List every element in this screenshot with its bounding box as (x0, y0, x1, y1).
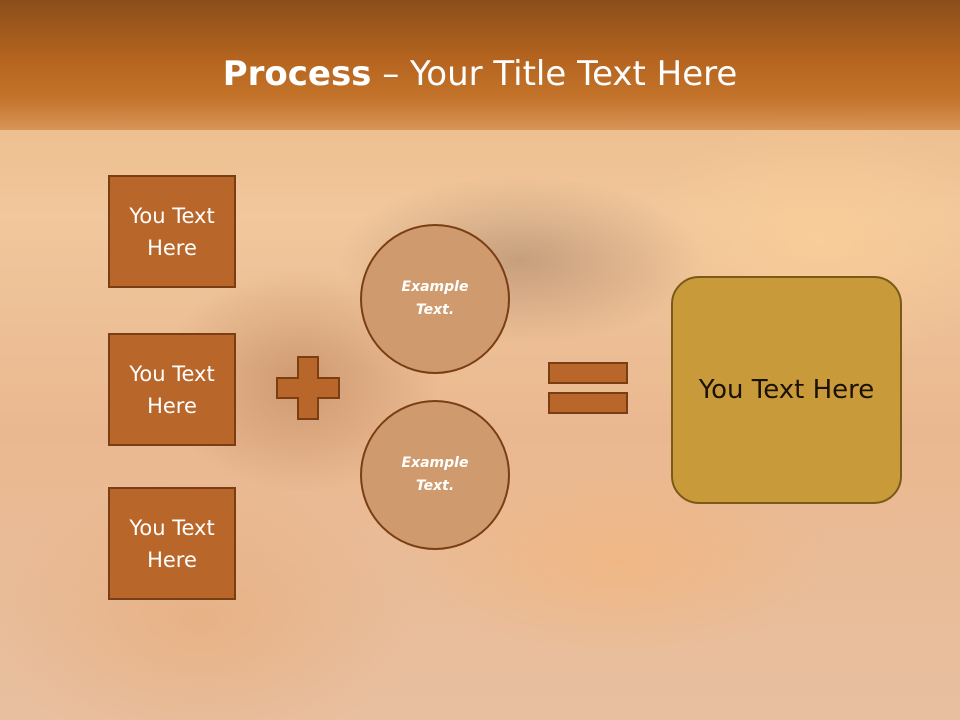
input-box-1-label: You Text Here (129, 203, 215, 260)
input-box-3: You Text Here (108, 487, 236, 600)
example-circle-2-label: Example Text. (401, 455, 469, 494)
example-circle-2: Example Text. (360, 400, 510, 550)
equals-icon (548, 362, 628, 414)
input-box-1: You Text Here (108, 175, 236, 288)
plus-icon (276, 356, 340, 420)
example-circle-1-label: Example Text. (401, 279, 469, 318)
input-box-3-label: You Text Here (129, 515, 215, 572)
title-bar (0, 0, 960, 130)
slide-title: Process – Your Title Text Here (0, 52, 960, 96)
title-rest: – Your Title Text Here (371, 54, 738, 94)
input-box-2: You Text Here (108, 333, 236, 446)
example-circle-1: Example Text. (360, 224, 510, 374)
title-bold: Process (222, 54, 372, 94)
result-label: You Text Here (698, 375, 875, 405)
input-box-2-label: You Text Here (129, 361, 215, 418)
result-box: You Text Here (671, 276, 902, 504)
